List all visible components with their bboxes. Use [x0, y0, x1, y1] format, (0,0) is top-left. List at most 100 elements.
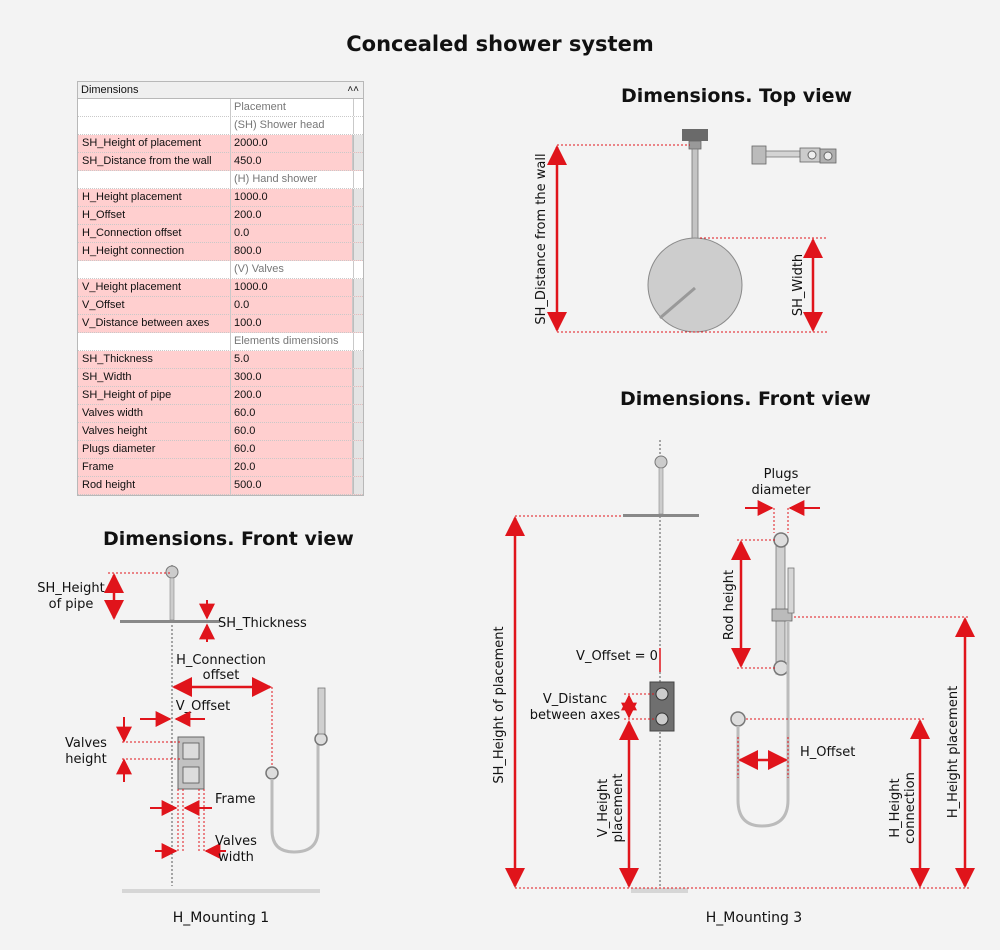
formula-button[interactable] [353, 225, 363, 242]
parameter-name: Rod height [78, 477, 231, 494]
table-row-group: Elements dimensions [78, 333, 363, 351]
parameter-value[interactable]: 0.0 [231, 225, 353, 242]
floor-line [122, 889, 320, 893]
parameter-value[interactable]: 60.0 [231, 423, 353, 440]
parameter-value[interactable]: 60.0 [231, 405, 353, 422]
valves-width-label-1: Valves [215, 834, 257, 849]
formula-button[interactable] [353, 135, 363, 152]
parameter-name [78, 171, 231, 188]
formula-button[interactable] [353, 243, 363, 260]
table-header[interactable]: Dimensions ˄˄ [78, 82, 363, 99]
parameter-name: V_Height placement [78, 279, 231, 296]
valves-top-icon [751, 145, 837, 165]
formula-button[interactable] [353, 279, 363, 296]
parameter-value[interactable]: 200.0 [231, 207, 353, 224]
formula-button[interactable] [353, 441, 363, 458]
valve-plug-icon [655, 712, 669, 726]
table-row-group: Placement [78, 99, 363, 117]
h-height-conn-label-1: H_Height [888, 778, 903, 837]
parameter-name: H_Offset [78, 207, 231, 224]
parameter-value[interactable]: 1000.0 [231, 189, 353, 206]
parameter-value[interactable]: 5.0 [231, 351, 353, 368]
parameter-name: V_Offset [78, 297, 231, 314]
group-label: Placement [231, 99, 354, 116]
formula-button[interactable] [353, 153, 363, 170]
formula-button[interactable] [353, 189, 363, 206]
sh-distance-label: SH_Distance from the wall [534, 153, 549, 324]
rod-height-label: Rod height [722, 570, 737, 640]
parameter-name: H_Height connection [78, 243, 231, 260]
parameter-value[interactable]: 500.0 [231, 477, 353, 494]
parameter-value[interactable]: 60.0 [231, 441, 353, 458]
front-view-right-diagram: SH_Height of placement V_Offset = 0 V_Di… [492, 440, 975, 926]
valve-plug-icon [655, 687, 669, 701]
parameter-value[interactable]: 0.0 [231, 297, 353, 314]
plugs-label-2: diameter [752, 483, 812, 498]
mounting-3-caption: H_Mounting 3 [706, 910, 802, 926]
v-height-label-1: V_Height [596, 779, 611, 837]
floor-line [631, 888, 688, 893]
table-header-label: Dimensions [81, 84, 139, 96]
hand-shower-rail-icon [730, 532, 795, 828]
parameter-value[interactable]: 300.0 [231, 369, 353, 386]
valve-plug-icon [182, 742, 200, 760]
shower-head-front-icon [623, 514, 699, 517]
valves-width-label-2: width [218, 850, 254, 865]
sh-height-pipe-label-2: of pipe [49, 597, 94, 612]
parameter-name: Valves width [78, 405, 231, 422]
formula-button[interactable] [353, 405, 363, 422]
parameter-value[interactable]: 450.0 [231, 153, 353, 170]
v-offset-label: V_Offset [176, 699, 230, 714]
formula-button[interactable] [353, 423, 363, 440]
sh-width-label: SH_Width [791, 254, 806, 316]
parameter-value[interactable]: 20.0 [231, 459, 353, 476]
table-row-group: (V) Valves [78, 261, 363, 279]
formula-button[interactable] [353, 369, 363, 386]
front-view-right-title: Dimensions. Front view [620, 388, 871, 410]
parameter-name [78, 333, 231, 350]
sh-height-placement-label: SH_Height of placement [492, 626, 507, 783]
formula-button[interactable] [353, 207, 363, 224]
parameter-name [78, 117, 231, 134]
parameter-value[interactable]: 2000.0 [231, 135, 353, 152]
formula-button[interactable] [353, 477, 363, 494]
v-distanc-label-2: between axes [530, 708, 621, 723]
parameter-value[interactable]: 100.0 [231, 315, 353, 332]
h-height-conn-label-2: connection [903, 772, 918, 844]
parameter-value[interactable]: 1000.0 [231, 279, 353, 296]
shower-pipe-top-icon [654, 455, 668, 469]
parameter-name: SH_Height of placement [78, 135, 231, 152]
group-label: (SH) Shower head [231, 117, 354, 134]
frame-label: Frame [215, 792, 256, 807]
formula-button[interactable] [353, 459, 363, 476]
double-chevron-up-icon[interactable]: ˄˄ [347, 84, 359, 95]
formula-button[interactable] [353, 297, 363, 314]
h-offset-label: H_Offset [800, 745, 855, 760]
parameter-value[interactable]: 200.0 [231, 387, 353, 404]
formula-button[interactable] [353, 387, 363, 404]
hand-shower-icon [265, 687, 328, 854]
valves-height-label-1: Valves [65, 736, 107, 751]
front-view-left-diagram: SH_Height of pipe SH_Thickness H_Connect… [37, 565, 328, 926]
formula-button[interactable] [353, 351, 363, 368]
parameter-value[interactable]: 800.0 [231, 243, 353, 260]
formula-button[interactable] [353, 315, 363, 332]
